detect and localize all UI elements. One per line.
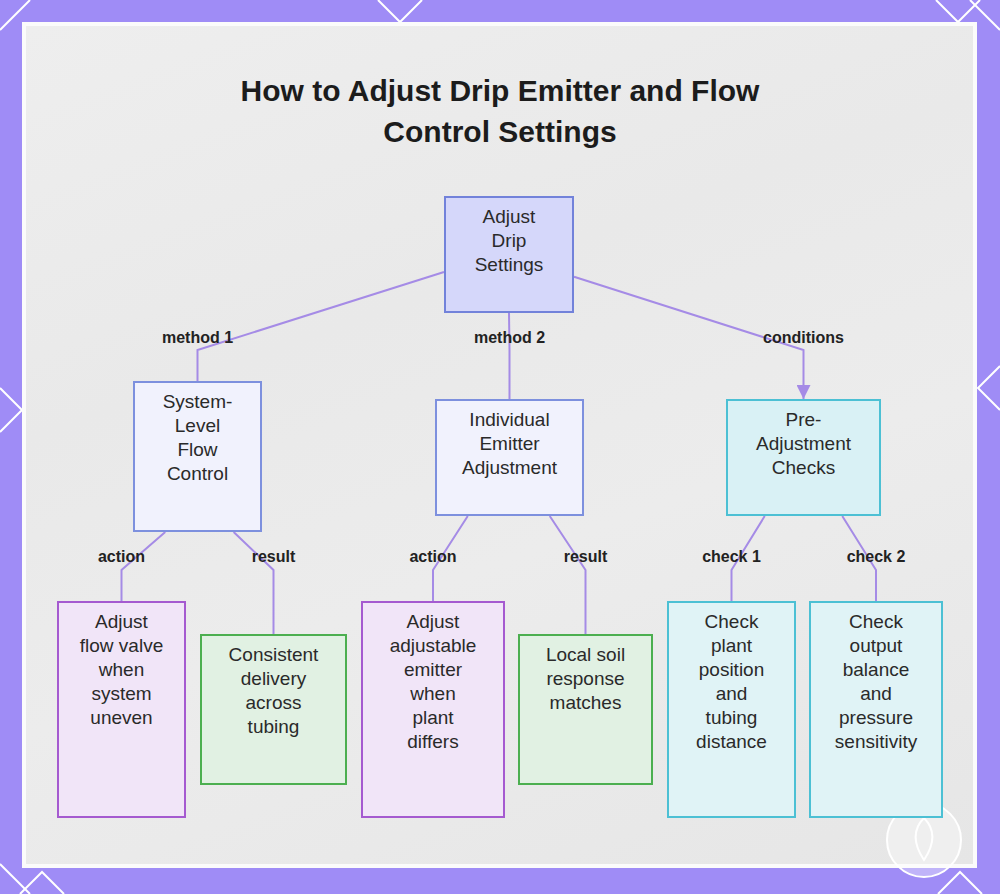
process-box: Check output balance and pressure sensit… <box>809 601 943 818</box>
edge-label: result <box>564 547 608 567</box>
edge-notch <box>978 366 1000 410</box>
node-text: Check output balance and pressure sensit… <box>832 610 920 754</box>
edge-label: method 1 <box>162 328 233 348</box>
edge-label: conditions <box>763 328 844 348</box>
edge-notch <box>938 872 982 894</box>
node-text: System-Level Flow Control <box>154 390 241 486</box>
process-box: Pre-Adjustment Checks <box>726 399 881 516</box>
connector-line <box>198 272 445 381</box>
node-text: Consistent delivery across tubing <box>224 643 324 739</box>
edge-label: method 2 <box>474 328 545 348</box>
node-text: Local soil response matches <box>542 643 630 715</box>
process-box: Adjust adjustable emitter when plant dif… <box>361 601 505 818</box>
process-box: Local soil response matches <box>518 634 653 785</box>
edge-label: action <box>98 547 145 567</box>
connector-line <box>550 516 586 634</box>
node-text: Adjust adjustable emitter when plant dif… <box>389 610 478 754</box>
node-text: Check plant position and tubing distance <box>689 610 775 754</box>
connector-line <box>234 532 274 634</box>
edge-notch <box>378 0 422 22</box>
edge-label: check 1 <box>702 547 761 567</box>
connector-line <box>122 532 166 601</box>
corner-line <box>0 864 30 894</box>
node-text: Individual Emitter Adjustment <box>458 408 562 480</box>
edge-label: result <box>252 547 296 567</box>
process-box: Adjust flow valve when system uneven <box>57 601 186 818</box>
node-text: Adjust Drip Settings <box>465 205 553 277</box>
process-box: Check plant position and tubing distance <box>667 601 796 818</box>
process-box: Adjust Drip Settings <box>444 196 574 313</box>
node-text: Pre-Adjustment Checks <box>748 408 860 480</box>
logo-leaf <box>916 818 933 860</box>
edge-notch <box>0 388 22 432</box>
diagram-title: How to Adjust Drip Emitter and Flow Cont… <box>190 70 810 152</box>
node-text: Adjust flow valve when system uneven <box>78 610 165 730</box>
process-box: Individual Emitter Adjustment <box>435 399 584 516</box>
process-box: System-Level Flow Control <box>133 381 262 532</box>
edge-label: action <box>409 547 456 567</box>
connector-line <box>508 313 511 399</box>
process-box: Consistent delivery across tubing <box>200 634 347 785</box>
edge-label: check 2 <box>847 547 906 567</box>
